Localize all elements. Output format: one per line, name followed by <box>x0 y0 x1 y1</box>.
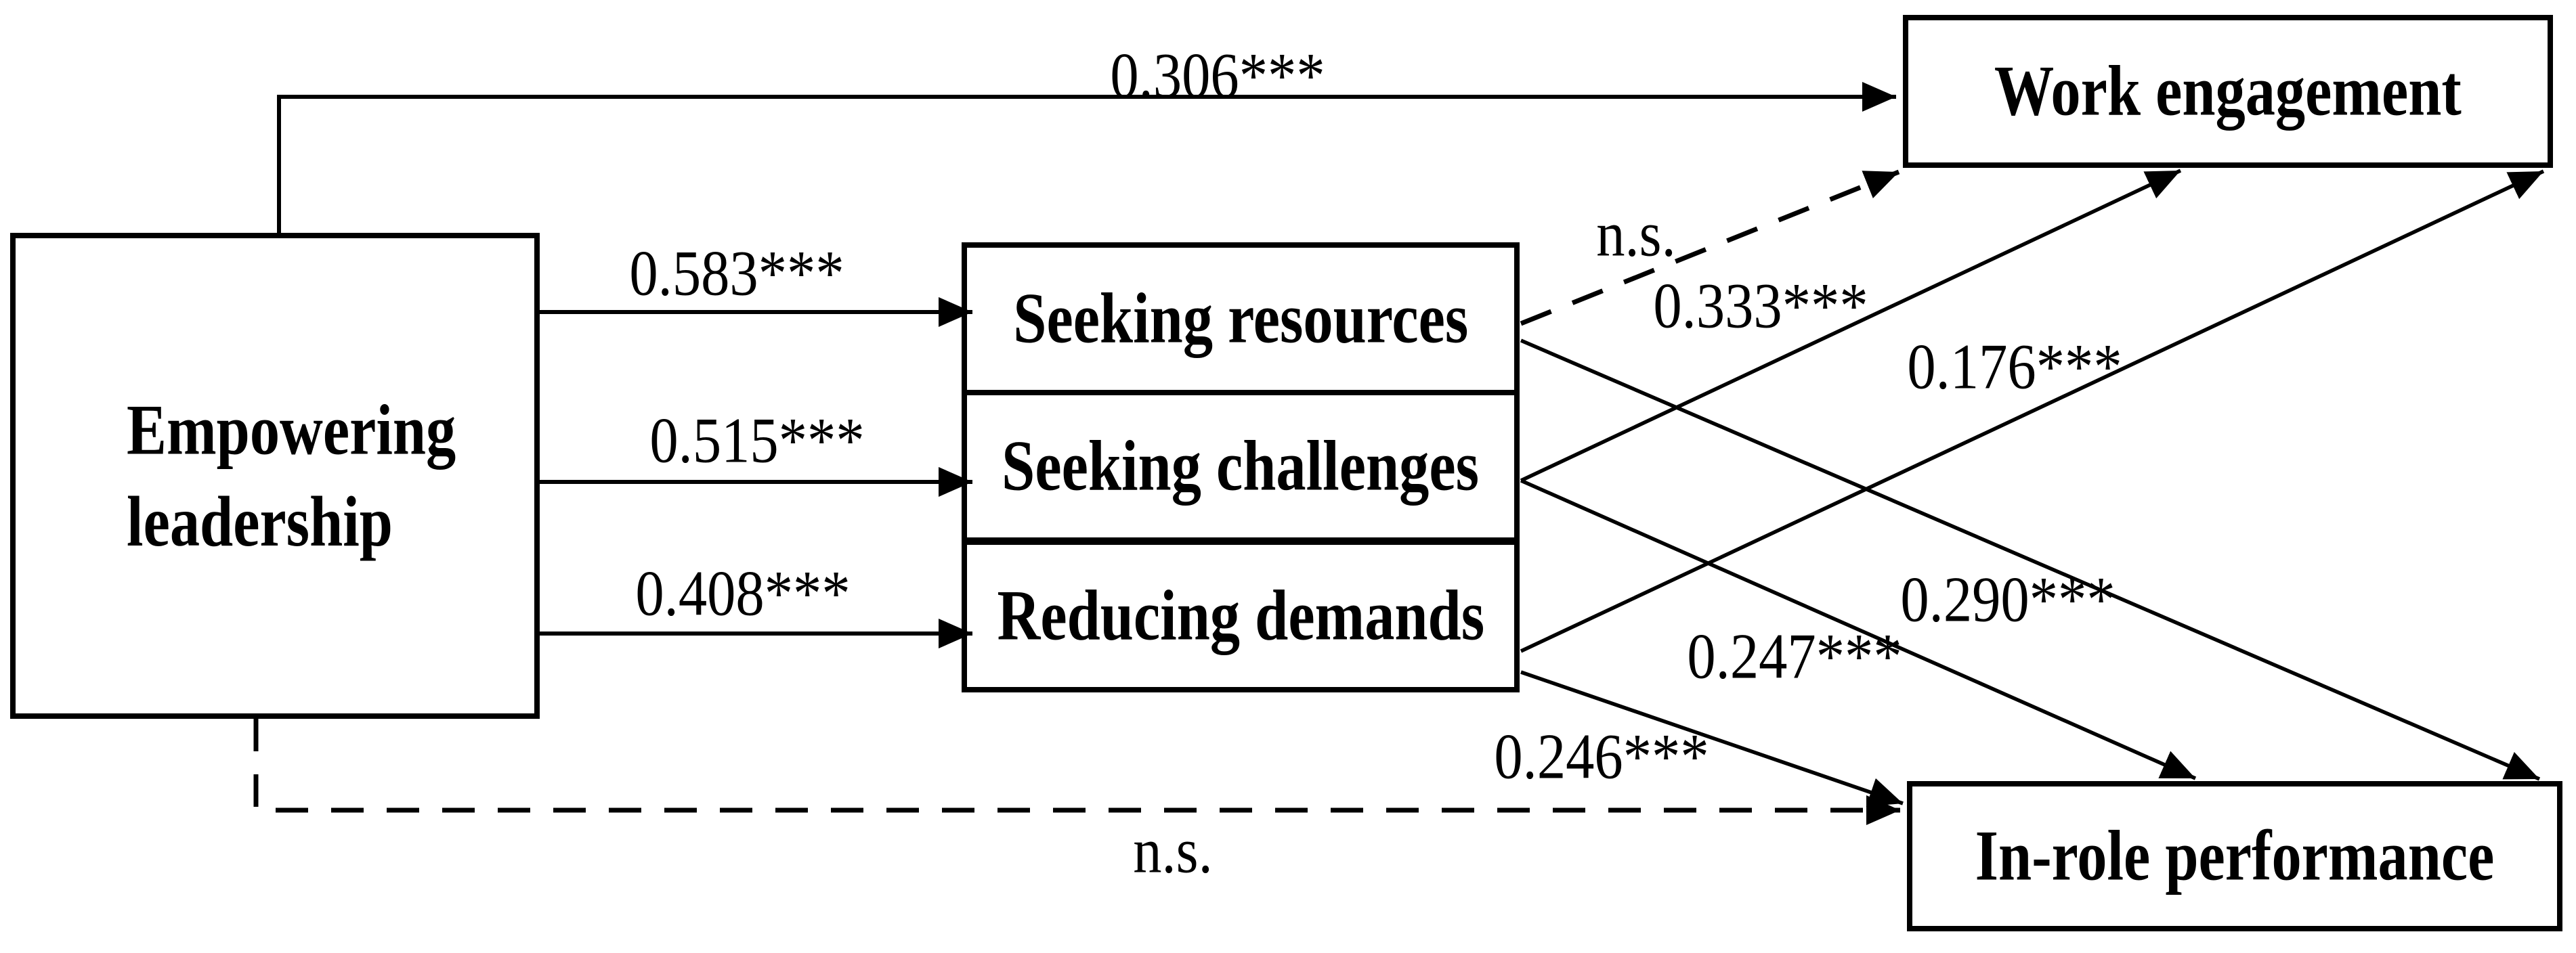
node-label-line2: leadership <box>127 482 393 562</box>
node-seeking-challenges: Seeking challenges <box>967 390 1514 537</box>
coef-label-sc-to-irp: 0.247*** <box>1687 620 1902 693</box>
coef-label-el-to-we: 0.306*** <box>1110 39 1325 112</box>
node-in-role-performance-label: In-role performance <box>1975 816 2495 895</box>
node-seeking-resources: Seeking resources <box>967 248 1514 390</box>
coef-label-sr-to-irp: 0.290*** <box>1900 563 2116 636</box>
coef-label-el-to-rd: 0.408*** <box>635 557 851 630</box>
coef-label-sc-to-we: 0.333*** <box>1653 269 1868 342</box>
coef-label-sr-to-we: n.s. <box>1596 198 1676 271</box>
coef-label-rd-to-irp: 0.246*** <box>1494 720 1709 793</box>
node-seeking-resources-label: Seeking resources <box>1013 278 1468 358</box>
coef-label-el-to-sc: 0.515*** <box>649 404 865 477</box>
node-group-job-crafting: Seeking resources Seeking challenges Red… <box>962 242 1520 692</box>
node-reducing-demands-label: Reducing demands <box>997 575 1484 655</box>
node-work-engagement: Work engagement <box>1903 15 2553 168</box>
coef-label-el-to-irp: n.s. <box>1133 814 1213 887</box>
node-empowering-leadership: Empowering leadership <box>10 233 540 719</box>
node-empowering-leadership-label: Empowering leadership <box>16 384 456 567</box>
node-in-role-performance: In-role performance <box>1907 781 2562 931</box>
node-reducing-demands: Reducing demands <box>967 537 1514 687</box>
coef-label-rd-to-we: 0.176*** <box>1907 330 2122 403</box>
coef-label-el-to-sr: 0.583*** <box>629 237 844 310</box>
edge-sr-to-irp-line <box>1520 338 2541 781</box>
node-label-line1: Empowering <box>127 390 456 470</box>
node-seeking-challenges-label: Seeking challenges <box>1002 426 1480 506</box>
node-work-engagement-label: Work engagement <box>1994 51 2462 131</box>
